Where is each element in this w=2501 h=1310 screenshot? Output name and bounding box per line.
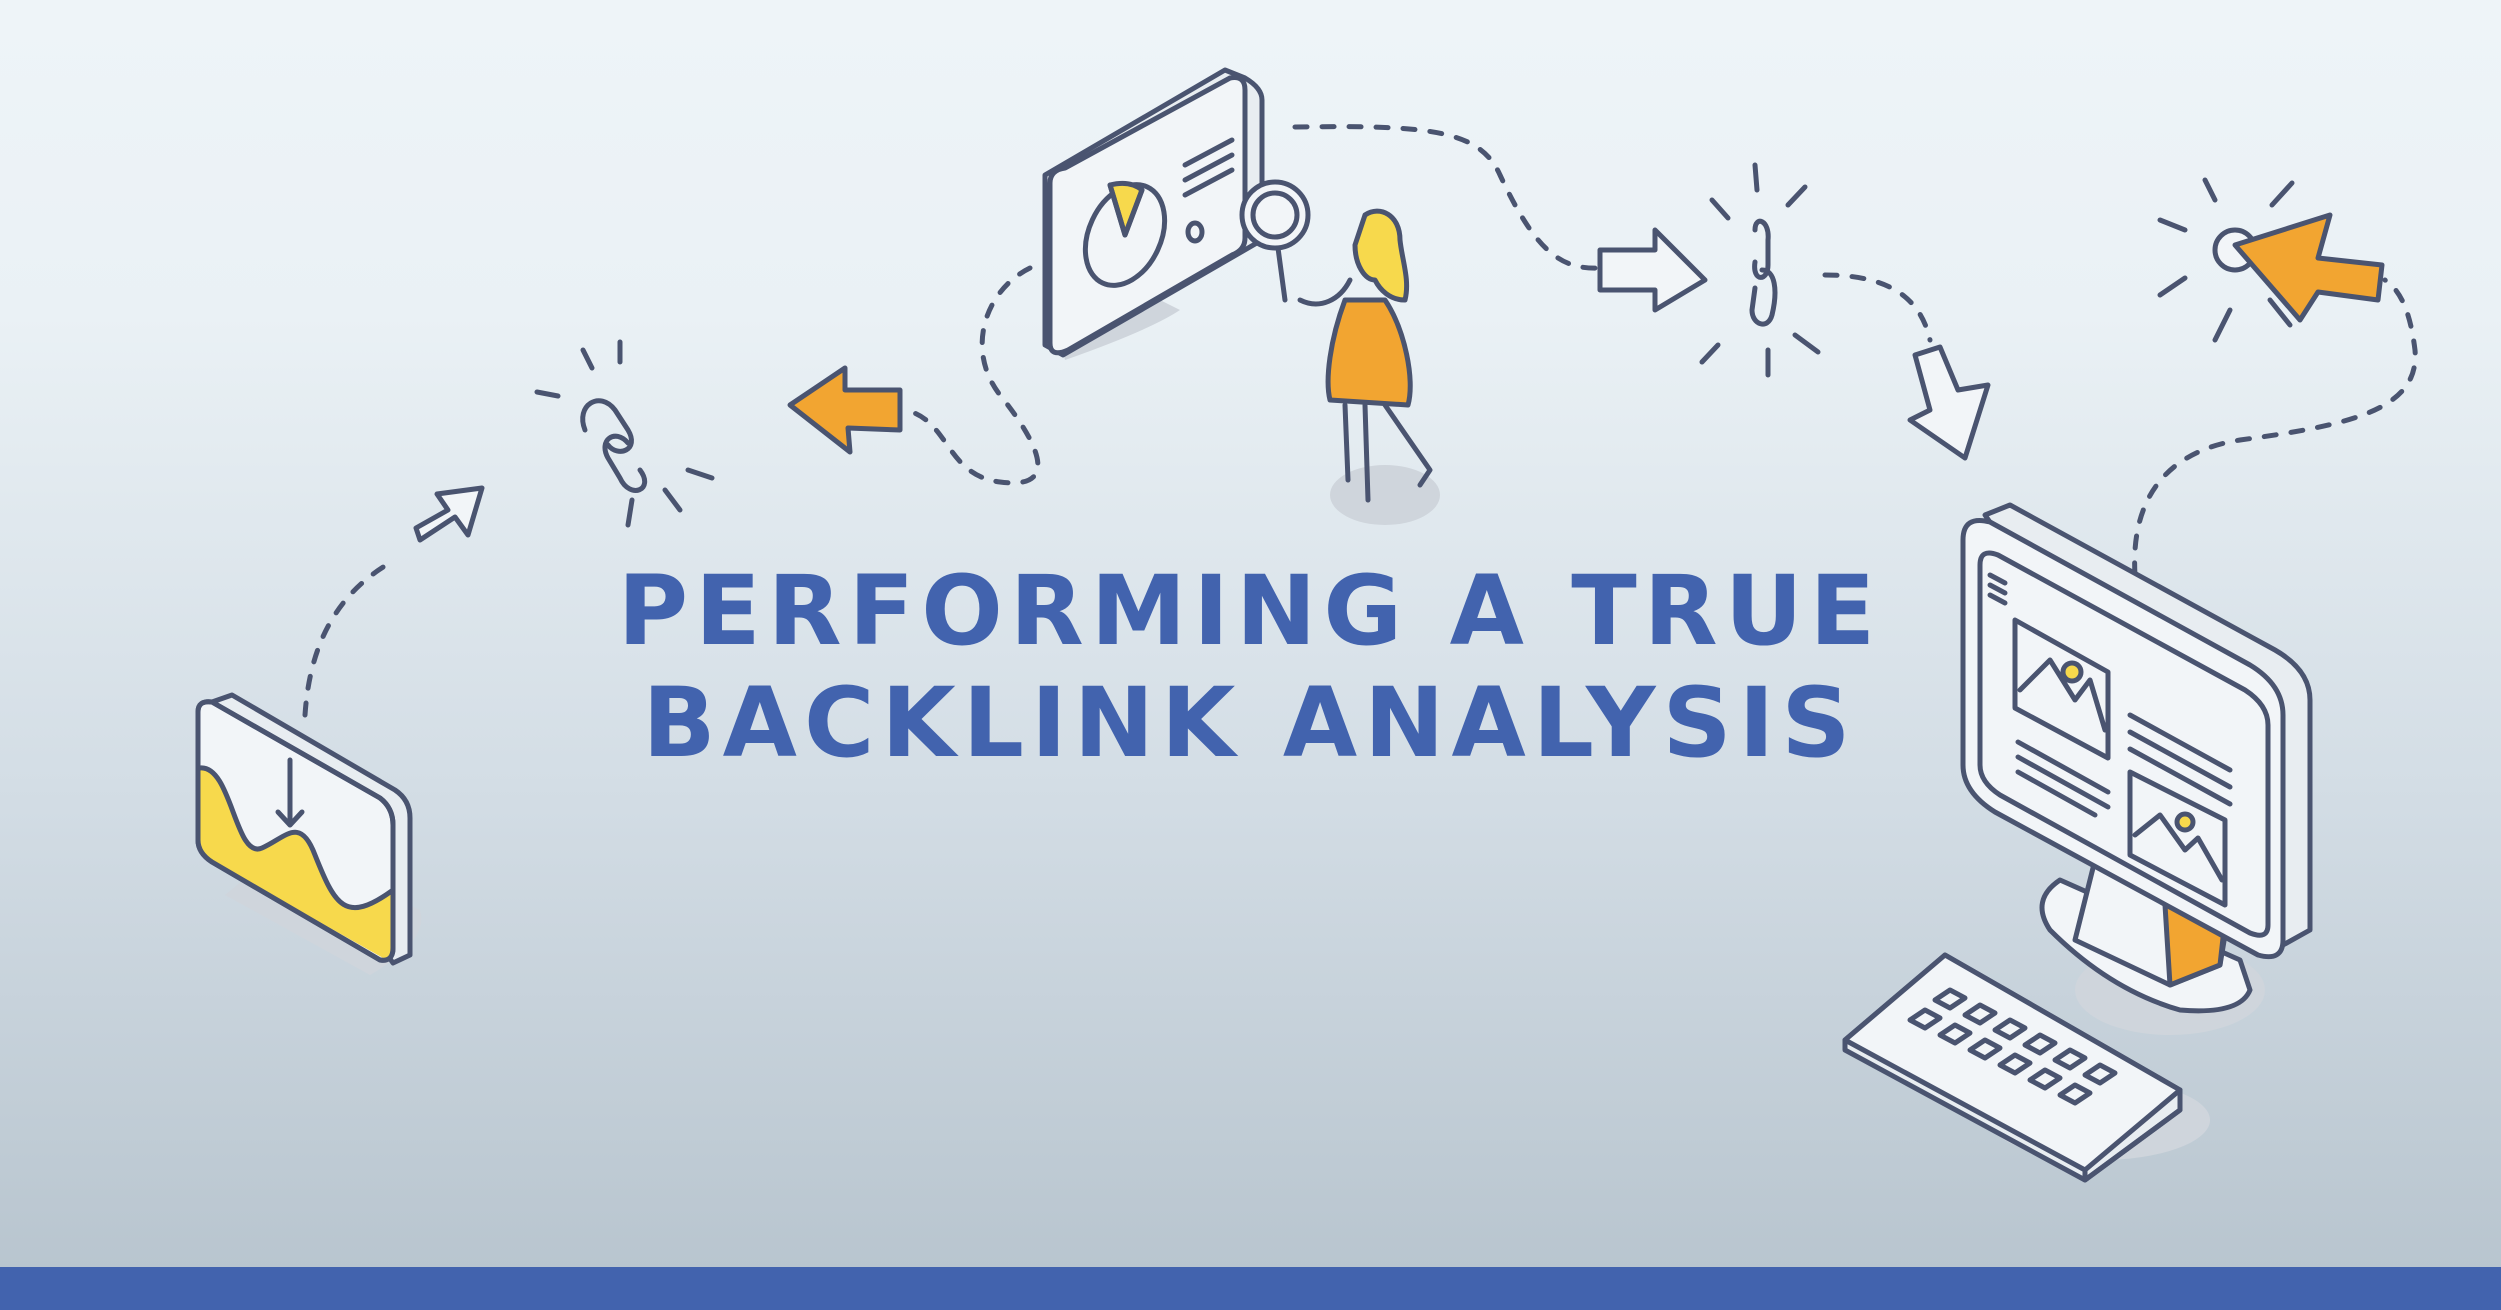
wave-chart-tablet-icon: [195, 692, 422, 975]
chain-link-icon: [534, 339, 715, 528]
magnifying-glass-icon: [1239, 179, 1311, 303]
cursor-arrow-icon: [2157, 177, 2385, 343]
bottom-bar: [0, 1267, 2501, 1310]
dashed-connector-paths: [302, 124, 2418, 718]
arrow-right-icon: [1597, 227, 1708, 313]
page-title: PERFORMING A TRUE BACKLINK ANALYSIS: [550, 555, 1950, 779]
woman-figure-icon: [1297, 208, 1440, 525]
arrow-down-icon: [1907, 344, 1991, 461]
chain-link-icon-2: [1699, 162, 1821, 378]
pie-chart-dashboard-icon: [1042, 67, 1265, 360]
arrow-up-right-icon: [413, 485, 485, 543]
keyboard-icon: [1842, 952, 2210, 1183]
headline-line-1: PERFORMING A TRUE: [617, 555, 1883, 667]
headline-line-2: BACKLINK ANALYSIS: [642, 667, 1858, 779]
desktop-monitor-icon: [1960, 502, 2313, 1035]
